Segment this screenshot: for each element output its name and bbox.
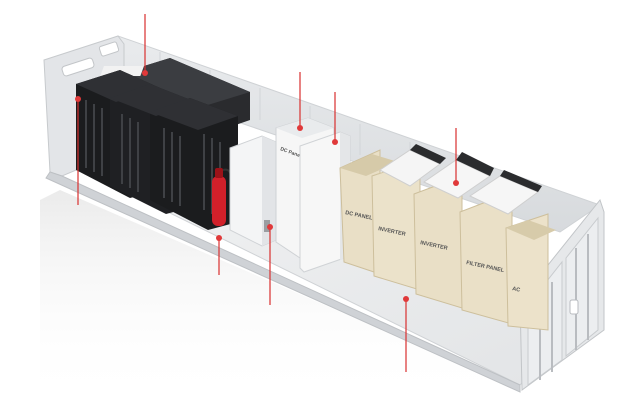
callout-marker-icon [453, 180, 459, 186]
door-handle-2[interactable] [569, 299, 579, 315]
cabinet-filter-panel: FILTER PANEL [459, 170, 542, 325]
label-ac: AC [512, 286, 521, 294]
callout-battery-rack[interactable] [142, 14, 148, 76]
floor-shadow [40, 190, 600, 403]
callout-partition[interactable] [267, 224, 273, 305]
left-end-hatch [98, 41, 120, 57]
callout-marker-icon [216, 235, 222, 241]
cabinet-ac: AC [505, 213, 556, 331]
container-bottom-rail [45, 171, 521, 393]
fire-extinguisher-icon [212, 168, 232, 226]
callout-marker-icon [267, 224, 273, 230]
callout-inverter-lid[interactable] [453, 128, 459, 186]
callout-marker-icon [403, 296, 409, 302]
label-dc-panel: DC PANEL [345, 210, 374, 222]
cabinet-dc-panel: DC PANEL [339, 149, 398, 275]
cabinet-inverter-1: INVERTER [371, 144, 446, 291]
callout-extinguisher[interactable] [216, 235, 222, 275]
callouts [75, 14, 459, 372]
callout-tall-enclosure[interactable] [332, 92, 338, 145]
callout-dc-panel-small[interactable] [297, 72, 303, 131]
callout-marker-icon [297, 125, 303, 131]
callout-floor[interactable] [403, 296, 409, 372]
callout-marker-icon [75, 96, 81, 102]
right-end-door-right [565, 216, 599, 358]
callout-left-frame[interactable] [75, 96, 81, 205]
partition-cabinet [229, 135, 277, 247]
left-end-handle [61, 57, 95, 77]
callout-marker-icon [332, 139, 338, 145]
label-inverter-1: INVERTER [378, 226, 406, 238]
callout-marker-icon [142, 70, 148, 76]
label-inverter-2: INVERTER [420, 240, 448, 252]
partition-handle[interactable] [264, 220, 270, 232]
